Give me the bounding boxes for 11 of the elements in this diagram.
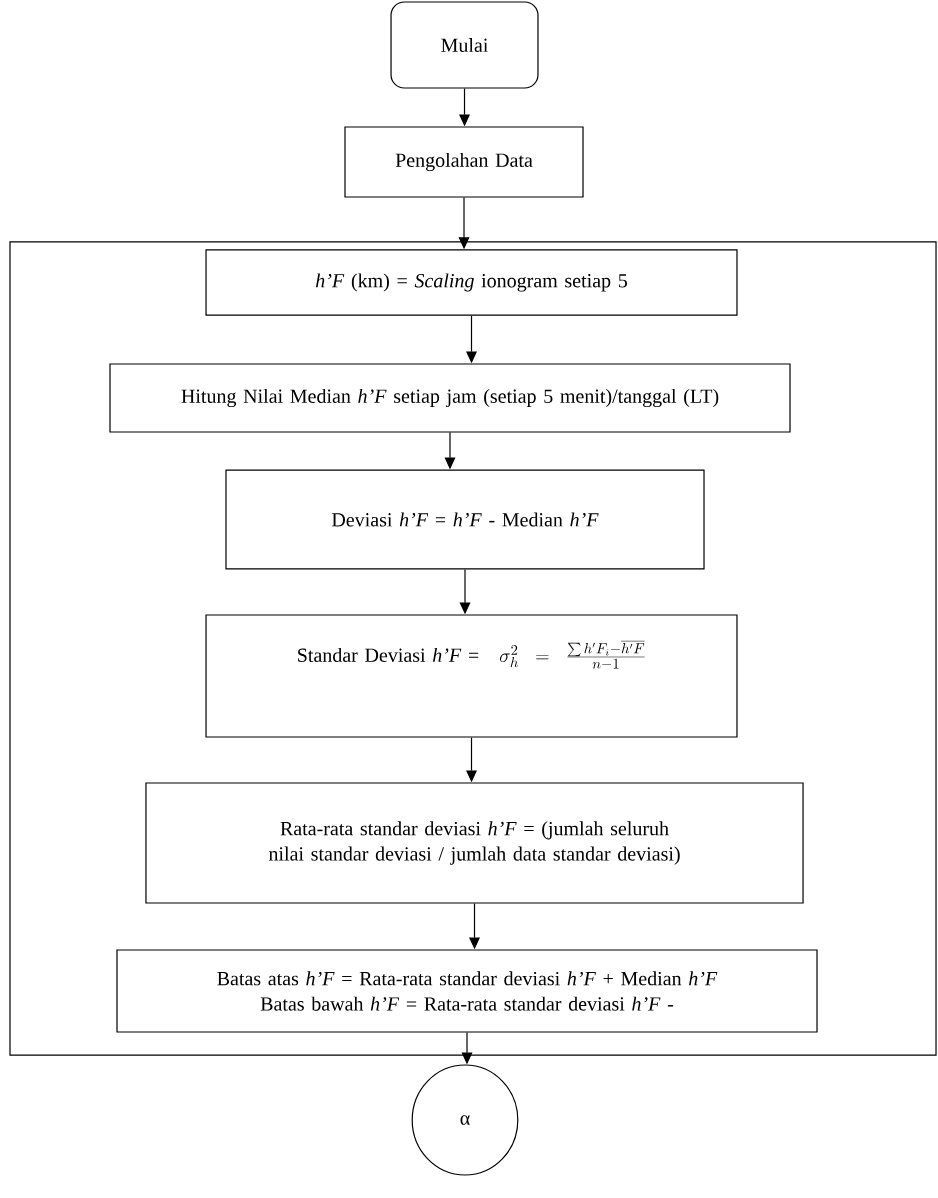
group-frame xyxy=(9,241,937,1056)
process-box: Rata-rata standar deviasi h’F = (jumlah seluruh nilai standar deviasi / jumlah data standar deviasi) xyxy=(145,782,804,904)
process-box: h’F (km) = Scaling ionogram setiap 5 xyxy=(205,249,738,316)
process-box: Deviasi h’F = h’F - Median h’F xyxy=(225,469,705,570)
node-label: Standar Deviasi h’F = xyxy=(298,647,479,662)
start-box: Mulai xyxy=(390,1,539,89)
formula-box xyxy=(205,614,738,738)
node-label: $\sigma_h^2 = \frac{\sum h'F_i - \overline{h'F}}{n-1}$ xyxy=(499,641,645,669)
process-box: Hitung Nilai Median h’F setiap jam (setiap 5 menit)/tanggal (LT) xyxy=(109,363,791,433)
process-box: Pengolahan Data xyxy=(344,126,584,198)
process-box: Batas atas h’F = Rata-rata standar deviasi h’F + Median h’F Batas bawah h’F = Rata-rata standar deviasi h’F - xyxy=(116,949,818,1033)
